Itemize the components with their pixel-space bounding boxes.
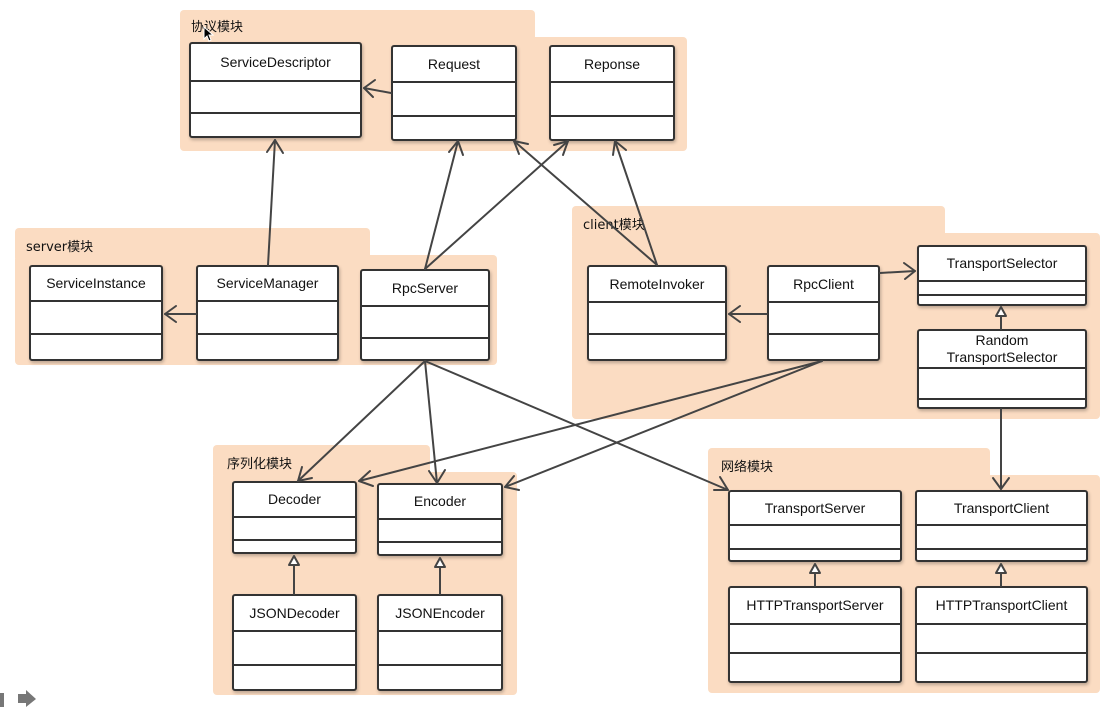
class-name: HTTPTransportServer xyxy=(730,588,900,625)
class-reponse[interactable]: Reponse xyxy=(549,45,675,141)
class-name: ServiceInstance xyxy=(31,267,161,302)
class-name: JSONEncoder xyxy=(379,596,501,632)
class-name: TransportServer xyxy=(730,492,900,526)
class-rpc-client[interactable]: RpcClient xyxy=(767,265,880,361)
association-rpc-server-to-reponse xyxy=(424,140,569,270)
class-name: ServiceDescriptor xyxy=(191,44,360,82)
class-encoder[interactable]: Encoder xyxy=(377,483,503,556)
package-title-server: server模块 xyxy=(26,240,94,255)
class-name: RpcServer xyxy=(362,271,488,307)
class-name: Random TransportSelector xyxy=(919,331,1085,369)
class-name: TransportSelector xyxy=(919,247,1085,282)
class-service-manager[interactable]: ServiceManager xyxy=(196,265,339,361)
class-transport-selector[interactable]: TransportSelector xyxy=(917,245,1087,306)
class-name: HTTPTransportClient xyxy=(917,588,1086,625)
class-remote-invoker[interactable]: RemoteInvoker xyxy=(587,265,727,361)
class-name: ServiceManager xyxy=(198,267,337,302)
class-transport-server[interactable]: TransportServer xyxy=(728,490,902,562)
class-rpc-server[interactable]: RpcServer xyxy=(360,269,490,361)
association-rpc-server-to-request xyxy=(424,140,464,270)
class-name: Reponse xyxy=(551,47,673,83)
class-json-encoder[interactable]: JSONEncoder xyxy=(377,594,503,691)
class-service-instance[interactable]: ServiceInstance xyxy=(29,265,163,361)
media-control-icon[interactable] xyxy=(0,690,40,712)
class-name: JSONDecoder xyxy=(234,596,355,632)
package-title-serialization: 序列化模块 xyxy=(227,457,293,472)
package-title-client: client模块 xyxy=(583,218,645,233)
play-icon xyxy=(18,690,36,707)
class-http-transport-server[interactable]: HTTPTransportServer xyxy=(728,586,902,683)
class-name: Decoder xyxy=(234,483,355,518)
class-service-descriptor[interactable]: ServiceDescriptor xyxy=(189,42,362,138)
package-title-network: 网络模块 xyxy=(721,460,774,475)
class-name: RemoteInvoker xyxy=(589,267,725,303)
class-request[interactable]: Request xyxy=(391,45,517,141)
class-transport-client[interactable]: TransportClient xyxy=(915,490,1088,562)
class-name: Request xyxy=(393,47,515,83)
class-name: TransportClient xyxy=(917,492,1086,526)
class-name: RpcClient xyxy=(769,267,878,303)
class-json-decoder[interactable]: JSONDecoder xyxy=(232,594,357,691)
class-decoder[interactable]: Decoder xyxy=(232,481,357,554)
mouse-pointer-icon xyxy=(203,26,215,42)
class-random-transport-selector[interactable]: Random TransportSelector xyxy=(917,329,1087,409)
class-name: Encoder xyxy=(379,485,501,520)
class-http-transport-client[interactable]: HTTPTransportClient xyxy=(915,586,1088,683)
package-title-protocol: 协议模块 xyxy=(191,20,244,35)
